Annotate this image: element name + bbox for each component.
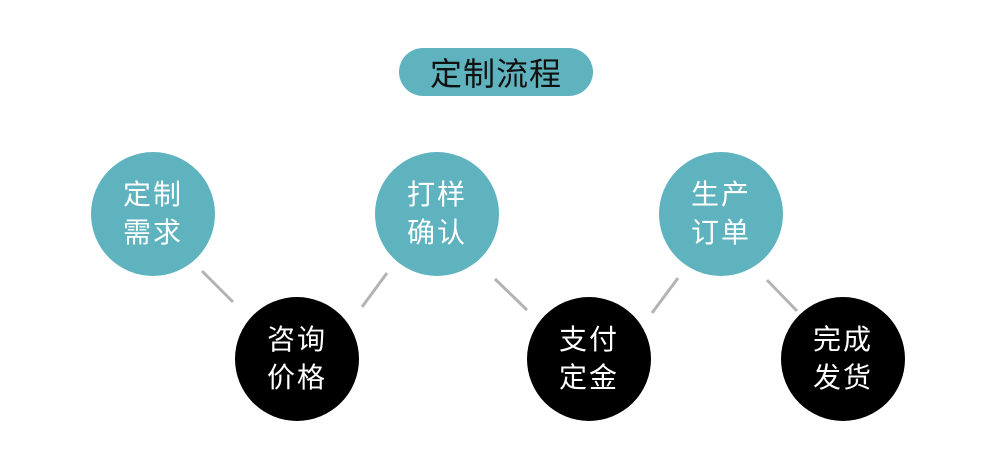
step-1-line-2: 需求 bbox=[122, 216, 183, 249]
step-4-line-2: 定金 bbox=[558, 361, 619, 394]
connector-1-2 bbox=[200, 269, 235, 304]
step-6-line-2: 发货 bbox=[812, 361, 873, 394]
step-sample-confirmation: 打样 确认 bbox=[375, 152, 499, 276]
step-6-line-1: 完成 bbox=[812, 323, 873, 356]
step-production-order: 生产 订单 bbox=[659, 152, 783, 276]
step-1-line-1: 定制 bbox=[122, 178, 183, 211]
step-2-line-1: 咨询 bbox=[266, 323, 327, 356]
step-pay-deposit: 支付 定金 bbox=[527, 297, 651, 421]
step-3-line-1: 打样 bbox=[406, 178, 467, 211]
step-custom-requirements: 定制 需求 bbox=[91, 152, 215, 276]
page-title: 定制流程 bbox=[399, 48, 593, 96]
step-3-line-2: 确认 bbox=[406, 216, 467, 249]
connector-5-6 bbox=[765, 278, 799, 313]
step-5-line-1: 生产 bbox=[690, 178, 751, 211]
step-complete-shipment: 完成 发货 bbox=[781, 297, 905, 421]
step-price-inquiry: 咨询 价格 bbox=[235, 297, 359, 421]
step-2-line-2: 价格 bbox=[266, 361, 327, 394]
connector-2-3 bbox=[360, 272, 389, 308]
step-5-line-2: 订单 bbox=[690, 216, 751, 249]
step-4-line-1: 支付 bbox=[558, 323, 619, 356]
connector-4-5 bbox=[650, 277, 680, 314]
connector-3-4 bbox=[493, 277, 529, 312]
